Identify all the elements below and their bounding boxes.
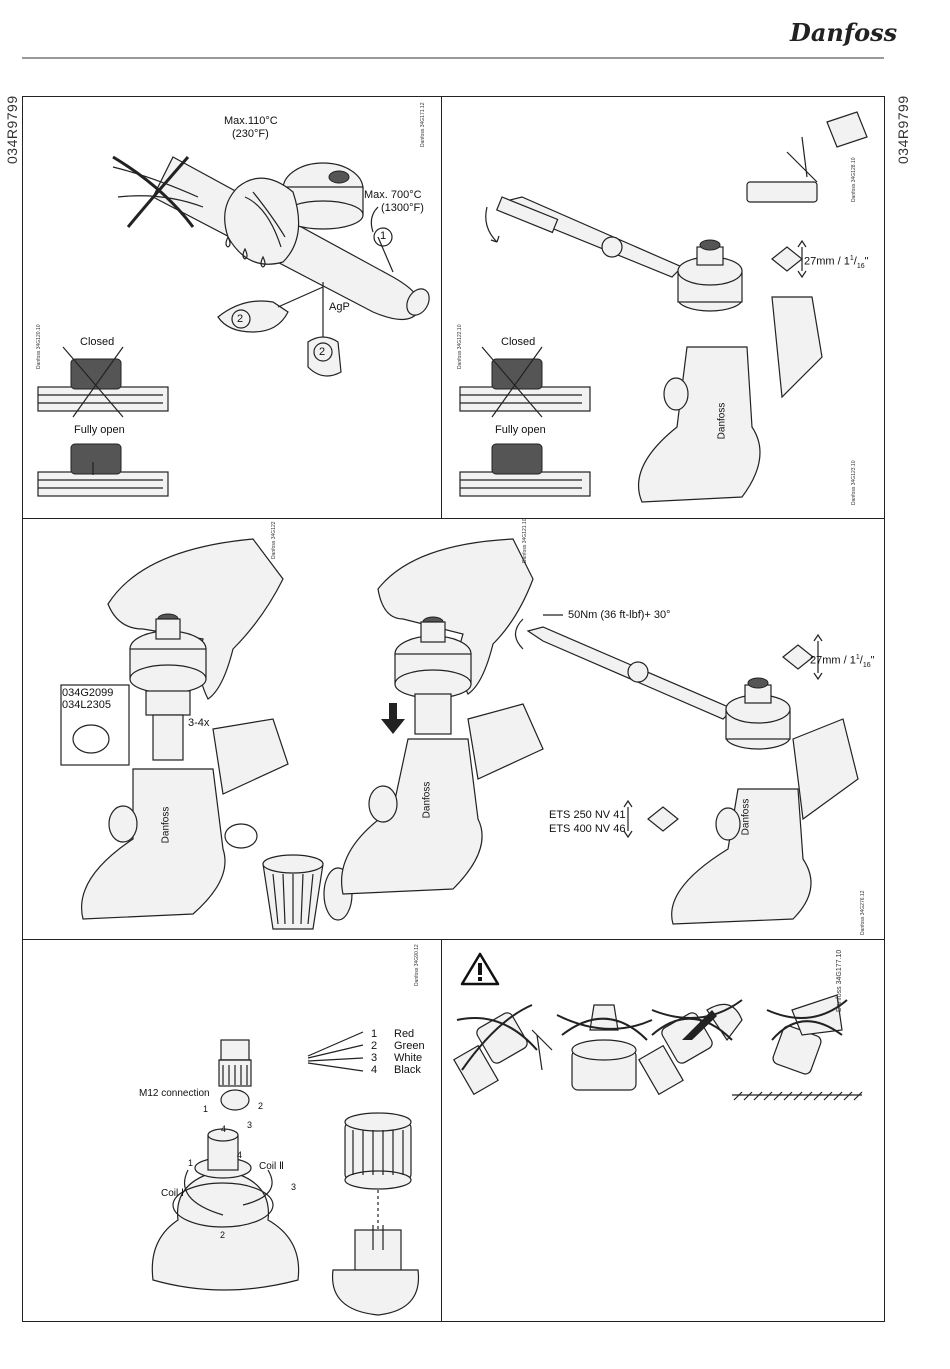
drawing-code: Danfoss 34G90.12 <box>414 944 420 986</box>
drawing-code-bottom: Danfoss 34G123.10 <box>851 460 857 505</box>
coil-2-label: Coil Ⅱ <box>259 1161 284 1172</box>
pin-3: 3 <box>247 1120 253 1130</box>
pin-2: 2 <box>258 1101 264 1111</box>
temp-valve-label: Max.110°C <box>224 115 278 127</box>
step-2b-label: 2 <box>319 346 326 358</box>
wire-4-num: 4 <box>371 1064 378 1076</box>
drawing-code-inset: Danfoss 34G122.10 <box>457 324 463 369</box>
hex-frac-den: 16 <box>862 661 871 669</box>
mounting-illustration <box>60 538 859 930</box>
panel-brazing: Max.110°C (230°F) Max. 700°C (1300°F) 1 … <box>22 96 442 519</box>
hex-frac-den: 16 <box>856 262 865 270</box>
fully-open-label: Fully open <box>74 424 125 436</box>
drawing-code-top: Danfoss 34G128.10 <box>851 157 857 202</box>
wire-4-color: Black <box>394 1064 421 1076</box>
coil-pin-4: 4 <box>237 1150 243 1160</box>
brazing-illustration <box>37 155 430 497</box>
warning-illustrations <box>453 994 863 1101</box>
temp-pipe-f-label: (1300°F) <box>381 202 424 214</box>
fully-open-label: Fully open <box>495 424 546 436</box>
step-2a-label: 2 <box>237 313 244 325</box>
drawing-code-a: Danfoss 34G122 <box>271 521 277 559</box>
closed-label: Closed <box>501 336 536 348</box>
solder-label: AgP <box>329 301 350 313</box>
danfoss-logo: Danfoss <box>790 18 898 47</box>
panel-removal: 27mm / 11/16" Closed Fully open Danfoss … <box>441 96 885 519</box>
drawing-code-side: Danfoss 34G171.12 <box>420 102 426 147</box>
valve-brand-3: Danfoss <box>740 798 752 836</box>
torque-label: 50Nm (36 ft-lbf)+ 30° <box>568 609 671 621</box>
step-1-label: 1 <box>380 230 387 242</box>
temp-pipe-label: Max. 700°C <box>364 189 422 201</box>
drawing-code-inset: Danfoss 34G120.10 <box>36 324 42 369</box>
hex-frac-num: 1 <box>849 255 854 262</box>
panel-warning: Danfoss 34G177.10 <box>441 939 885 1322</box>
temp-valve-f-label: (230°F) <box>232 128 269 140</box>
coil-1-label: Coil Ⅰ <box>161 1188 184 1199</box>
hex-inch: " <box>864 255 869 268</box>
wire-1-num: 1 <box>371 1028 378 1040</box>
pin-4: 4 <box>221 1124 227 1134</box>
panel-mounting: 034G2099 034L2305 3-4x 50Nm (36 ft-lbf)+… <box>22 518 885 940</box>
wire-3-num: 3 <box>371 1052 378 1064</box>
gasket-part-2: 034L2305 <box>62 699 111 711</box>
hex-size-label: 27mm / 11/16" <box>804 255 869 270</box>
m12-label: M12 connection <box>139 1088 210 1099</box>
warning-triangle-icon <box>460 952 500 986</box>
hex-frac-num: 1 <box>855 654 860 661</box>
ets-400-label: ETS 400 NV 46 <box>549 823 626 835</box>
gasket-part-1: 034G2099 <box>62 687 114 699</box>
valve-brand-label: Danfoss <box>716 402 728 440</box>
wire-1-color: Red <box>394 1028 415 1040</box>
wiring-illustration <box>151 972 420 1316</box>
hex-size-text: 27mm / 1 <box>810 654 856 667</box>
panel-wiring: 1 Red 2 Green 3 White 4 Black M12 connec… <box>22 939 442 1322</box>
removal-illustration <box>459 111 868 503</box>
turns-label: 3-4x <box>188 717 210 729</box>
drawing-code: Danfoss 34G177.10 <box>836 949 843 1012</box>
drawing-code-b: Danfoss 34G121.10 <box>522 518 528 563</box>
hex-size-text: 27mm / 1 <box>804 255 850 268</box>
valve-brand-1: Danfoss <box>160 806 172 844</box>
hex-inch: " <box>870 654 875 667</box>
coil-pin-3: 3 <box>291 1182 297 1192</box>
pin-1: 1 <box>203 1104 209 1114</box>
hex-size-label: 27mm / 11/16" <box>810 654 875 669</box>
coil-pin-2: 2 <box>220 1230 226 1240</box>
closed-label: Closed <box>80 336 115 348</box>
valve-brand-2: Danfoss <box>421 781 433 819</box>
doc-number-right: 034R9799 <box>895 95 911 164</box>
doc-number-left: 034R9799 <box>4 95 20 164</box>
coil-pin-1: 1 <box>188 1158 194 1168</box>
ets-250-label: ETS 250 NV 41 <box>549 809 626 821</box>
wire-3-color: White <box>394 1052 423 1064</box>
drawing-code-c: Danfoss 34G276.12 <box>860 890 866 935</box>
wire-2-color: Green <box>394 1040 425 1052</box>
wire-2-num: 2 <box>371 1040 378 1052</box>
